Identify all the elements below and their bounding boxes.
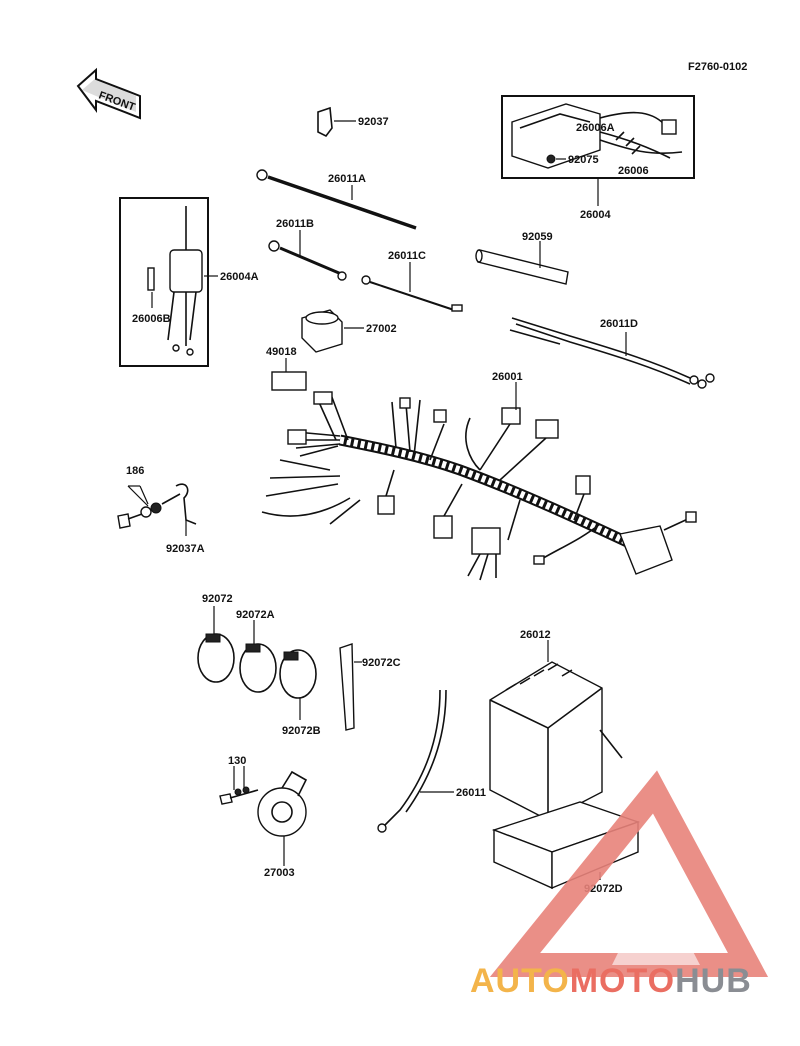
label-92072A: 92072A: [236, 609, 275, 621]
front-arrow-icon: FRONT: [76, 67, 141, 120]
label-27003: 27003: [264, 867, 295, 879]
strap-92072C: 92072C: [339, 643, 401, 731]
label-92072B: 92072B: [282, 725, 321, 737]
watermark-hub: HUB: [675, 962, 752, 1000]
lead-26011D: 26011D: [509, 317, 715, 389]
watermark-moto: MOTO: [569, 962, 676, 1000]
label-186: 186: [126, 465, 144, 477]
label-92037A: 92037A: [166, 543, 205, 555]
label-26004: 26004: [580, 209, 611, 221]
bolt-set-186: 186 92037A: [117, 465, 205, 555]
clamp-92037: 92037: [317, 106, 389, 138]
label-26001: 26001: [492, 371, 523, 383]
label-92059: 92059: [522, 231, 553, 243]
label-26011B: 26011B: [276, 218, 314, 230]
watermark-text: AUTOMOTOHUB: [470, 962, 752, 1001]
cable-26011B: 26011B: [268, 218, 347, 281]
label-26006A: 26006A: [576, 122, 615, 134]
label-26004A: 26004A: [220, 271, 259, 283]
label-26011: 26011: [456, 787, 486, 799]
relay-27002: 27002: [301, 309, 397, 353]
label-49018: 49018: [266, 346, 297, 358]
main-wiring-harness-26001: 26001: [261, 371, 697, 581]
igniter-box: 26004A 26006B: [119, 197, 259, 367]
figure-code: F2760-0102: [688, 61, 747, 73]
label-26011D: 26011D: [600, 318, 638, 330]
label-92075: 92075: [568, 154, 599, 166]
cable-26011C: 26011C: [361, 250, 463, 312]
label-92037: 92037: [358, 116, 389, 128]
battery-cable-26011: 26011: [377, 689, 486, 833]
horn-27003: 130 27003: [219, 755, 308, 879]
tube-92059: 92059: [475, 231, 569, 285]
label-26006B: 26006B: [132, 313, 171, 325]
watermark-logo-icon: [489, 770, 769, 977]
connector-49018: 49018: [266, 346, 307, 391]
watermark-auto: AUTO: [470, 962, 570, 1000]
label-26011C: 26011C: [388, 250, 426, 262]
cable-26011A: 26011A: [256, 169, 417, 230]
label-92072: 92072: [202, 593, 233, 605]
clamp-bands: 92072 92072A 92072B: [197, 593, 321, 737]
label-26011A: 26011A: [328, 173, 366, 185]
label-27002: 27002: [366, 323, 397, 335]
battery-26012: 26012: [489, 629, 623, 821]
label-130: 130: [228, 755, 246, 767]
regulator-box: 26006A 92075 26006 26004: [501, 95, 695, 221]
label-26012: 26012: [520, 629, 551, 641]
label-92072C: 92072C: [362, 657, 401, 669]
label-26006: 26006: [618, 165, 649, 177]
